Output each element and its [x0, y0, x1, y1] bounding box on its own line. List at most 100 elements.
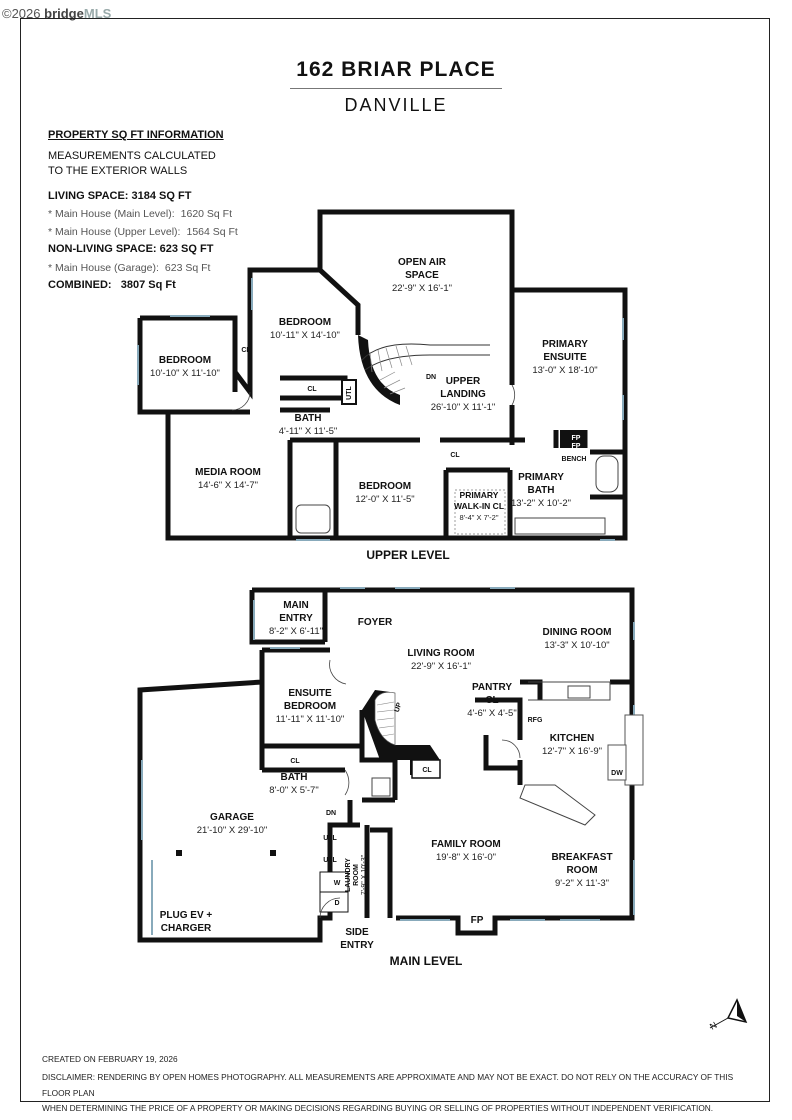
upper-media-dim: 14'-6" X 14'-7" — [198, 480, 258, 491]
upper-closet-3: CL — [450, 452, 460, 459]
upper-ensuite-dim: 13'-0" X 18'-10" — [532, 365, 597, 376]
kitchen-island — [519, 784, 596, 826]
watermark-year: ©2026 — [2, 6, 41, 21]
upper-ensuite-2: ENSUITE — [543, 352, 587, 363]
sqft-item-garage: * Main House (Garage): 623 Sq Ft — [48, 261, 238, 275]
main-entry-1: MAIN — [283, 600, 309, 611]
main-laundry-2: ROOM — [353, 864, 360, 886]
upper-walkin-2: WALK-IN CL — [454, 501, 504, 511]
page-title: 162 BRIAR PLACE — [296, 58, 496, 81]
sqft-note-line2: TO THE EXTERIOR WALLS — [48, 164, 188, 177]
main-entry-2: ENTRY — [279, 613, 313, 624]
main-entry-dim: 8'-2" X 6'-11" — [269, 626, 323, 637]
main-level-label: MAIN LEVEL — [390, 954, 463, 968]
sqft-item-main: * Main House (Main Level):1620 Sq Ft — [48, 207, 238, 221]
main-kitchen-dim: 12'-7" X 16'-9" — [542, 746, 602, 757]
main-refrigerator: RFG — [528, 717, 543, 724]
main-ensuite-1: ENSUITE — [288, 688, 332, 699]
upper-closet-2: CL — [307, 386, 317, 393]
sqft-note: MEASUREMENTS CALCULATED TO THE EXTERIOR … — [48, 149, 238, 179]
combined-value: 3807 Sq Ft — [120, 278, 176, 291]
sqft-item-upper-value: 1564 Sq Ft — [186, 225, 238, 238]
upper-level-plan: OPEN AIR SPACE 22'-9" X 16'-1" BEDROOM 1… — [137, 209, 628, 562]
main-plug-2: CHARGER — [161, 923, 212, 934]
main-bath: BATH — [280, 772, 307, 783]
main-bath-dim: 8'-0" X 5'-7" — [269, 785, 318, 796]
upper-pbath-1: PRIMARY — [518, 472, 564, 483]
disclaimer-line1: DISCLAIMER: RENDERING BY OPEN HOMES PHOT… — [42, 1071, 734, 1098]
combined: COMBINED: 3807 Sq Ft — [48, 278, 238, 293]
upper-closet: CL — [241, 347, 251, 354]
main-utility: UTL — [323, 835, 337, 842]
main-pantry-2: CL — [485, 695, 498, 706]
upper-walkin-1: PRIMARY — [460, 490, 499, 500]
main-kitchen: KITCHEN — [550, 733, 594, 744]
living-space: LIVING SPACE: 3184 SQ FT — [48, 189, 192, 202]
sqft-item-main-label: * Main House (Main Level): — [48, 208, 175, 221]
footer: CREATED ON FEBRUARY 19, 2026 DISCLAIMER:… — [42, 1052, 757, 1117]
upper-down: DN — [426, 374, 436, 381]
upper-fp-2: FP — [572, 443, 581, 450]
sqft-item-garage-label: * Main House (Garage): — [48, 261, 159, 274]
main-pantry-1: PANTRY — [472, 682, 512, 693]
main-down: DN — [326, 810, 336, 817]
created-date: CREATED ON FEBRUARY 19, 2026 — [42, 1054, 178, 1064]
sqft-item-garage-value: 623 Sq Ft — [164, 261, 211, 274]
main-dishwasher: DW — [611, 770, 623, 777]
disclaimer-line2: WHEN DETERMINING THE PRICE OF A PROPERTY… — [42, 1103, 714, 1114]
main-garage-dim: 21'-10" X 29'-10" — [197, 825, 268, 836]
upper-pbath-2: BATH — [527, 485, 554, 496]
north-arrow-icon: N — [708, 998, 748, 1032]
upper-landing-1: UPPER — [446, 376, 481, 387]
fireplace-upper — [560, 430, 584, 448]
upper-open-air-1: OPEN AIR — [398, 257, 447, 268]
upper-bed3: BEDROOM — [359, 481, 411, 492]
main-laundry-1: LAUNDRY — [345, 858, 352, 892]
sqft-info: PROPERTY SQ FT INFORMATION MEASUREMENTS … — [48, 128, 238, 293]
main-closet-2: CL — [422, 767, 432, 774]
watermark-suffix: MLS — [83, 6, 112, 21]
sqft-item-upper-label: * Main House (Upper Level): — [48, 225, 181, 238]
main-level-plan: MAIN ENTRY 8'-2" X 6'-11" FOYER LIVING R… — [137, 587, 644, 968]
upper-landing-2: LANDING — [440, 389, 486, 400]
main-side-1: SIDE — [345, 927, 369, 938]
main-family: FAMILY ROOM — [431, 839, 500, 850]
main-dining: DINING ROOM — [543, 627, 612, 638]
main-ensuite-2: BEDROOM — [284, 701, 336, 712]
combined-label: COMBINED: — [48, 278, 112, 291]
main-breakfast-1: BREAKFAST — [551, 852, 612, 863]
upper-fp-1: FP — [572, 435, 581, 442]
page-frame — [20, 18, 770, 1102]
sqft-note-line1: MEASUREMENTS CALCULATED — [48, 149, 216, 162]
main-dryer: D — [334, 900, 339, 907]
watermark-brand: bridge — [44, 6, 84, 21]
upper-landing-dim: 26'-10" X 11'-1" — [431, 402, 496, 413]
main-dining-dim: 13'-3" X 10'-10" — [544, 640, 609, 651]
main-laundry-dim: 7'-9" X 10'-3" — [361, 854, 368, 895]
stair-rail — [358, 335, 400, 405]
main-closet: CL — [290, 758, 300, 765]
upper-open-air-2: SPACE — [405, 270, 439, 281]
sqft-heading: PROPERTY SQ FT INFORMATION — [48, 129, 224, 141]
upper-bed1-dim: 10'-11" X 14'-10" — [270, 330, 340, 341]
upper-bench: BENCH — [562, 456, 587, 463]
upper-bed3-dim: 12'-0" X 11'-5" — [355, 494, 414, 505]
sqft-item-upper: * Main House (Upper Level): 1564 Sq Ft — [48, 225, 238, 239]
main-breakfast-dim: 9'-2" X 11'-3" — [555, 878, 609, 889]
main-living: LIVING ROOM — [407, 648, 474, 659]
main-breakfast-2: ROOM — [566, 865, 597, 876]
main-plug-1: PLUG EV + — [160, 910, 213, 921]
upper-pbath-dim: 13'-2" X 10'-2" — [511, 498, 571, 509]
upper-bath-dim: 4'-11" X 11'-5" — [279, 426, 338, 437]
main-fireplace: FP — [471, 915, 484, 926]
main-washer: W — [334, 880, 341, 887]
upper-walkin-dim: 8'-4" X 7'-2" — [459, 513, 498, 522]
upper-ensuite-1: PRIMARY — [542, 339, 588, 350]
upper-media: MEDIA ROOM — [195, 467, 261, 478]
upper-open-air-dim: 22'-9" X 16'-1" — [392, 283, 452, 294]
main-up: UP — [394, 701, 404, 713]
upper-utility: UTL — [346, 385, 353, 399]
main-family-dim: 19'-8" X 16'-0" — [436, 852, 496, 863]
main-pantry-dim: 4'-6" X 4'-5" — [467, 708, 516, 719]
